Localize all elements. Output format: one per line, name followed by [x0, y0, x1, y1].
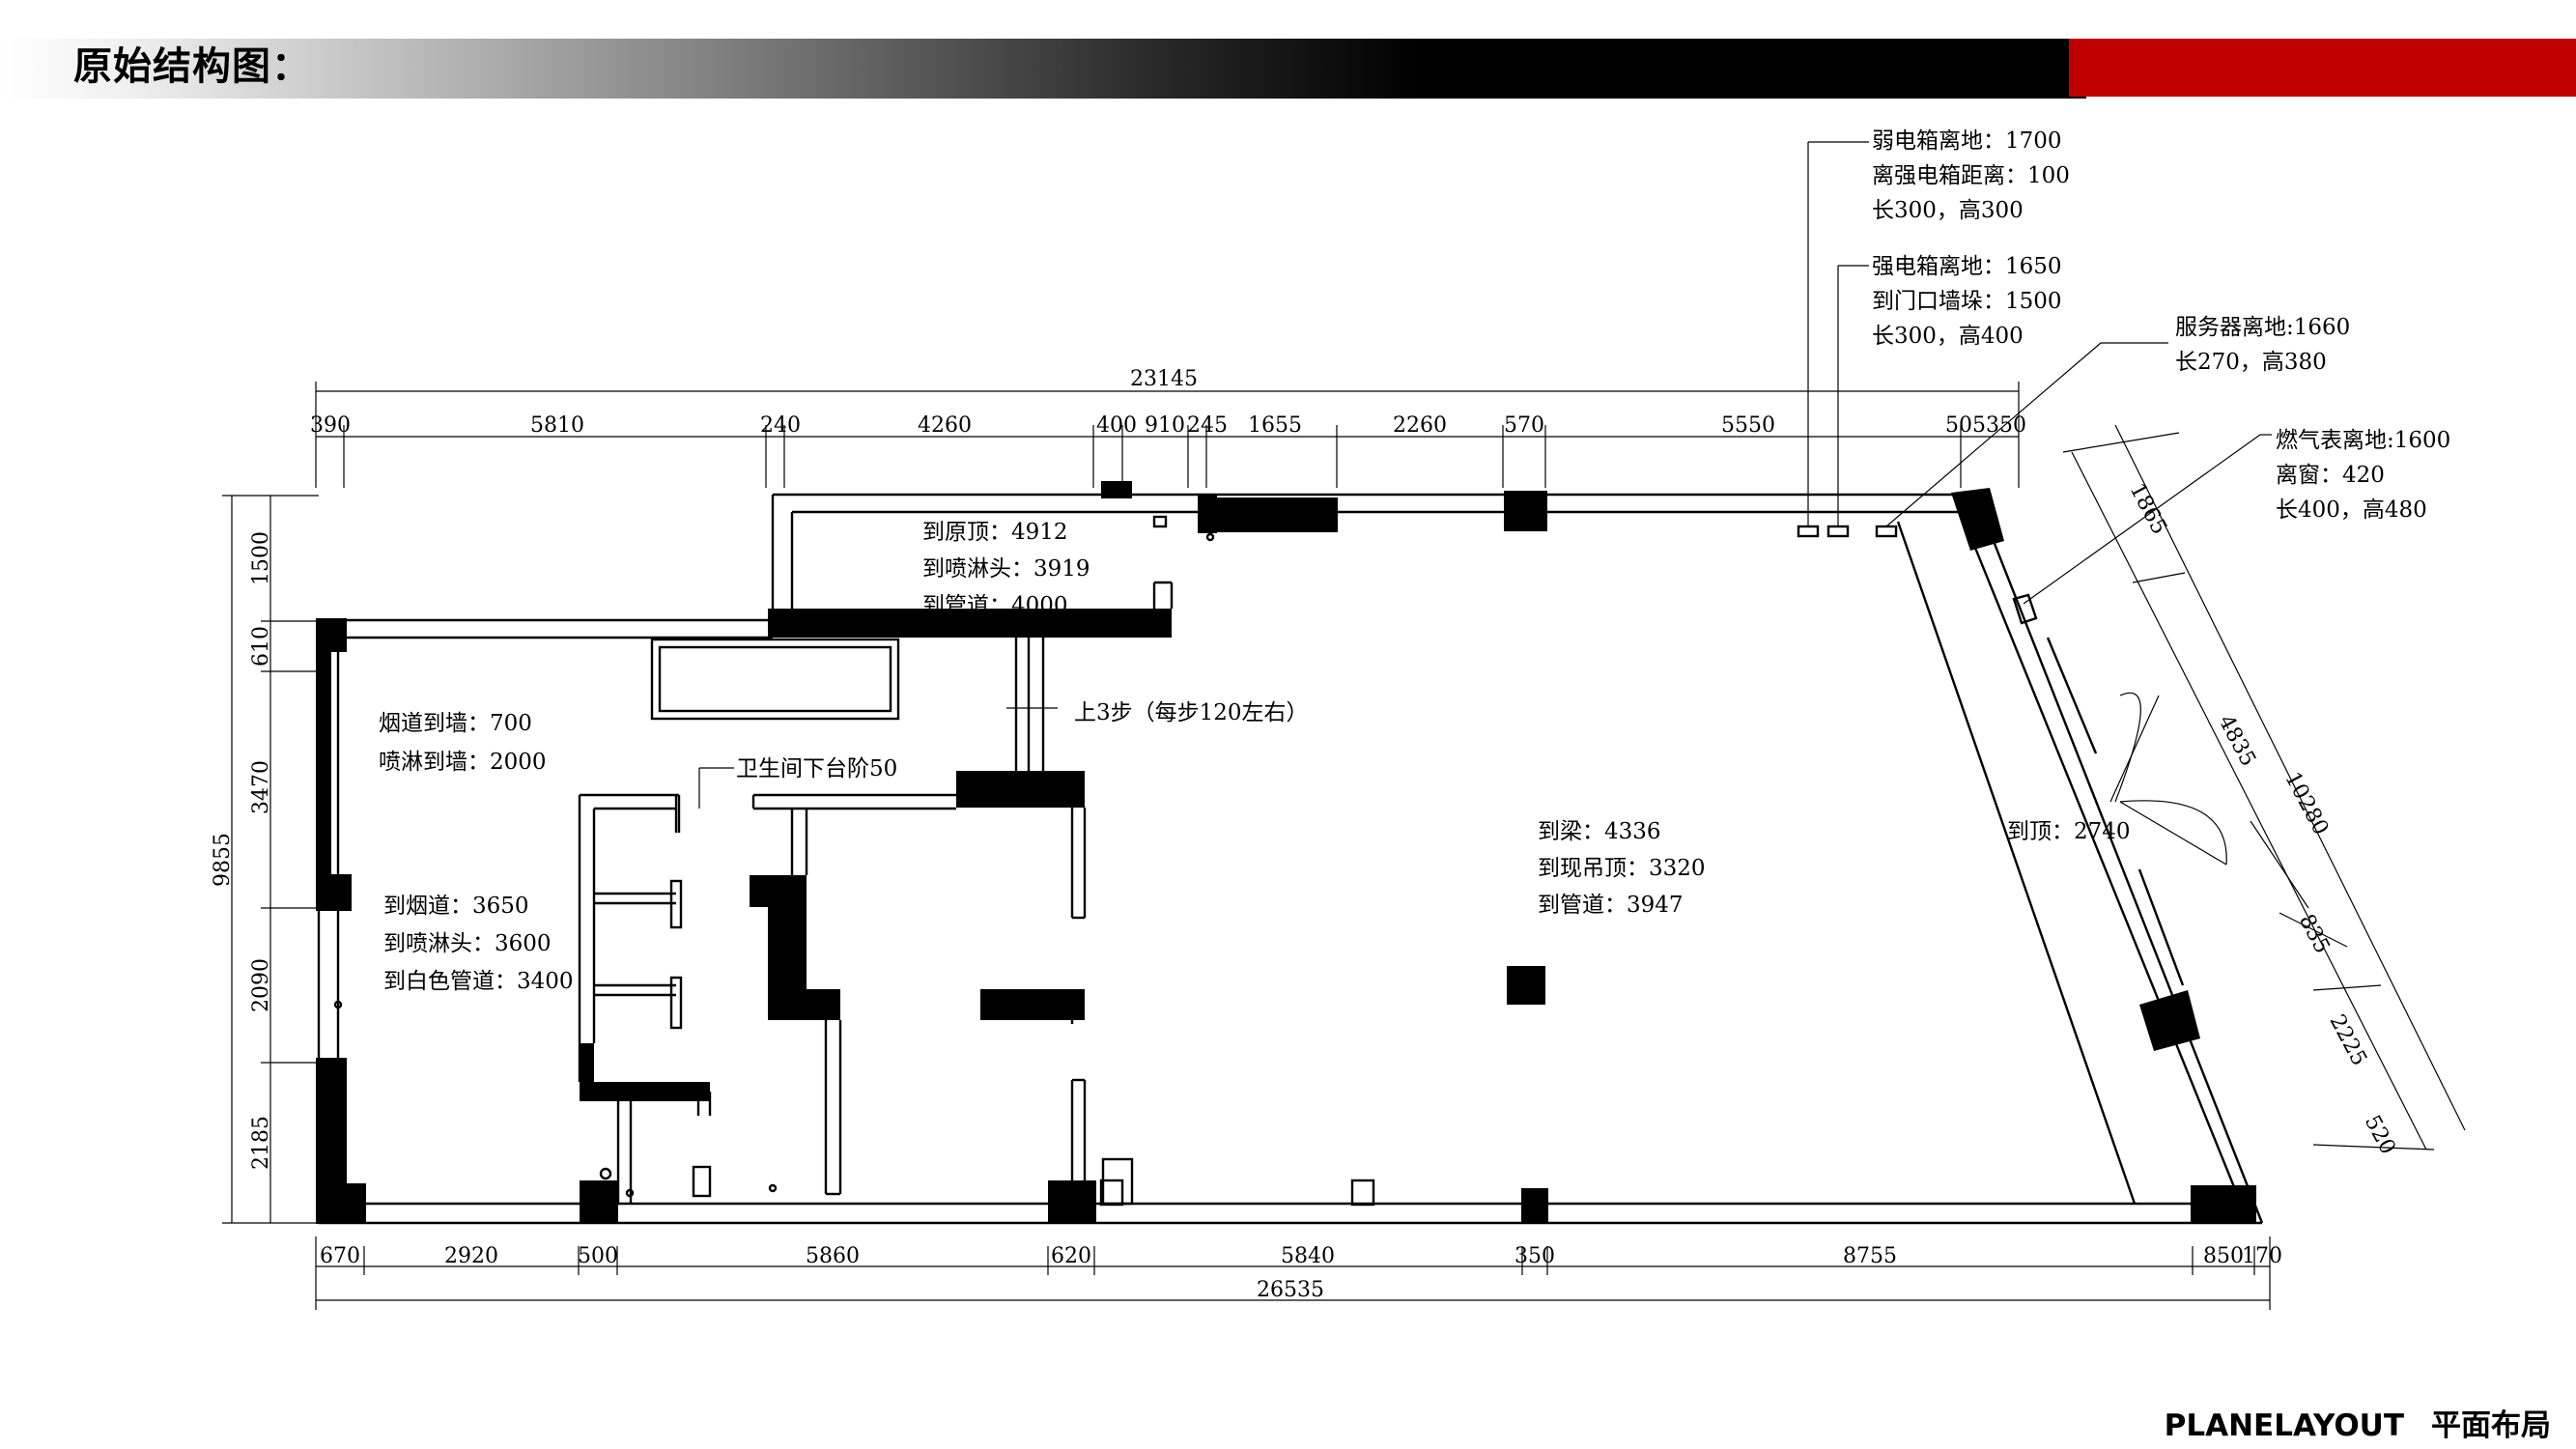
weak-box-note-2: 离强电箱距离：100 [1872, 163, 2070, 188]
left-dim-2: 610 [249, 626, 273, 667]
header-gradient-bar [0, 39, 2086, 99]
structural-columns [316, 481, 2256, 1224]
strong-box-note-2: 到门口墙垛：1500 [1872, 289, 2062, 314]
right-total-dim: 10280 [2279, 768, 2333, 839]
right-dim-4: 2225 [2325, 1010, 2371, 1069]
gas-meter-note-1: 燃气表离地:1600 [2276, 428, 2450, 453]
left-dim-3: 3470 [249, 760, 273, 814]
main-hall-note-3: 到管道：3947 [1538, 893, 1684, 918]
right-dim-5: 520 [2360, 1112, 2400, 1159]
top-room-note-3: 到管道：4000 [922, 593, 1068, 618]
page-title: 原始结构图： [73, 44, 311, 89]
right-top-note: 到顶：2740 [2007, 819, 2131, 844]
left-dim-4: 2090 [249, 958, 273, 1012]
top-dim-7: 245 [1187, 413, 1228, 438]
bottom-dim-6: 5840 [1281, 1244, 1335, 1268]
main-hall-note-2: 到现吊顶：3320 [1538, 856, 1706, 881]
footer-english: PLANELAYOUT [2164, 1408, 2404, 1443]
top-dim-6: 910 [1145, 413, 1185, 438]
left-total-dim: 9855 [211, 833, 235, 887]
bottom-dim-2: 2920 [444, 1244, 498, 1268]
header-accent-block [2069, 39, 2576, 97]
top-dim-2: 5810 [530, 413, 584, 438]
bottom-dim-3: 500 [578, 1244, 618, 1268]
right-dim-3: 835 [2294, 911, 2335, 958]
bottom-dim-5: 620 [1051, 1244, 1091, 1268]
door-swing [2109, 692, 2227, 866]
top-dim-3: 240 [760, 413, 801, 438]
right-dimensions: 1865 4835 835 2225 520 10280 [2062, 424, 2466, 1159]
top-dim-11: 5550 [1721, 413, 1775, 438]
bottom-dim-9: 850 [2203, 1244, 2244, 1268]
top-dimensions: 23145 390 5810 240 4260 400 910 245 1655… [310, 367, 2026, 488]
top-dim-10: 570 [1504, 413, 1544, 438]
strong-box-note-1: 强电箱离地：1650 [1872, 254, 2062, 279]
top-dim-4: 4260 [918, 413, 972, 438]
outer-walls [317, 493, 2264, 1225]
top-dim-1: 390 [310, 413, 351, 438]
top-dim-5: 400 [1096, 413, 1137, 438]
right-dim-1: 1865 [2125, 479, 2171, 538]
footer-chinese: 平面布局 [2431, 1408, 2551, 1443]
bottom-dim-10: 170 [2242, 1244, 2282, 1268]
bottom-dim-1: 670 [320, 1244, 360, 1268]
gas-meter-note-2: 离窗：420 [2276, 463, 2385, 488]
interior-walls [333, 515, 2038, 1207]
left-dimensions: 9855 1500 610 3470 2090 2185 [211, 495, 319, 1224]
annotations: 弱电箱离地：1700 离强电箱距离：100 长300，高300 强电箱离地：16… [379, 128, 2450, 994]
strong-box-note-3: 长300，高400 [1872, 324, 2024, 349]
flue-left-note-1: 烟道到墙：700 [379, 711, 532, 736]
leader-lines [698, 141, 2272, 809]
weak-box-note-1: 弱电箱离地：1700 [1872, 128, 2062, 154]
top-room-note-1: 到原顶：4912 [922, 520, 1068, 545]
gas-meter-note-3: 长400，高480 [2276, 497, 2427, 523]
bottom-dim-4: 5860 [806, 1244, 860, 1268]
right-dim-2: 4835 [2214, 711, 2260, 770]
bottom-dimensions: 670 2920 500 5860 620 5840 350 8755 850 … [315, 1236, 2282, 1310]
weak-box-note-3: 长300，高300 [1872, 198, 2024, 223]
server-note-2: 长270，高380 [2175, 350, 2327, 375]
toilet-step-note: 卫生间下台阶50 [736, 756, 897, 781]
server-note-1: 服务器离地:1660 [2175, 315, 2350, 340]
left-heights-note-2: 到喷淋头：3600 [383, 931, 552, 956]
left-dim-5: 2185 [249, 1116, 273, 1170]
top-room-note-2: 到喷淋头：3919 [922, 556, 1090, 582]
top-dim-8: 1655 [1248, 413, 1302, 438]
bottom-dim-8: 8755 [1843, 1244, 1897, 1268]
top-dim-9: 2260 [1393, 413, 1447, 438]
left-heights-note-3: 到白色管道：3400 [383, 969, 574, 994]
main-hall-note-1: 到梁：4336 [1538, 819, 1661, 844]
top-total-dim: 23145 [1130, 367, 1198, 391]
stairs-note: 上3步（每步120左右） [1074, 700, 1309, 725]
flue-left-note-2: 喷淋到墙：2000 [379, 750, 547, 775]
left-dim-1: 1500 [249, 531, 273, 585]
footer-label: PLANELAYOUT 平面布局 [2165, 1401, 2551, 1444]
bottom-dim-7: 350 [1514, 1244, 1555, 1268]
bottom-total-dim: 26535 [1257, 1278, 1324, 1302]
left-heights-note-1: 到烟道：3650 [383, 894, 529, 919]
